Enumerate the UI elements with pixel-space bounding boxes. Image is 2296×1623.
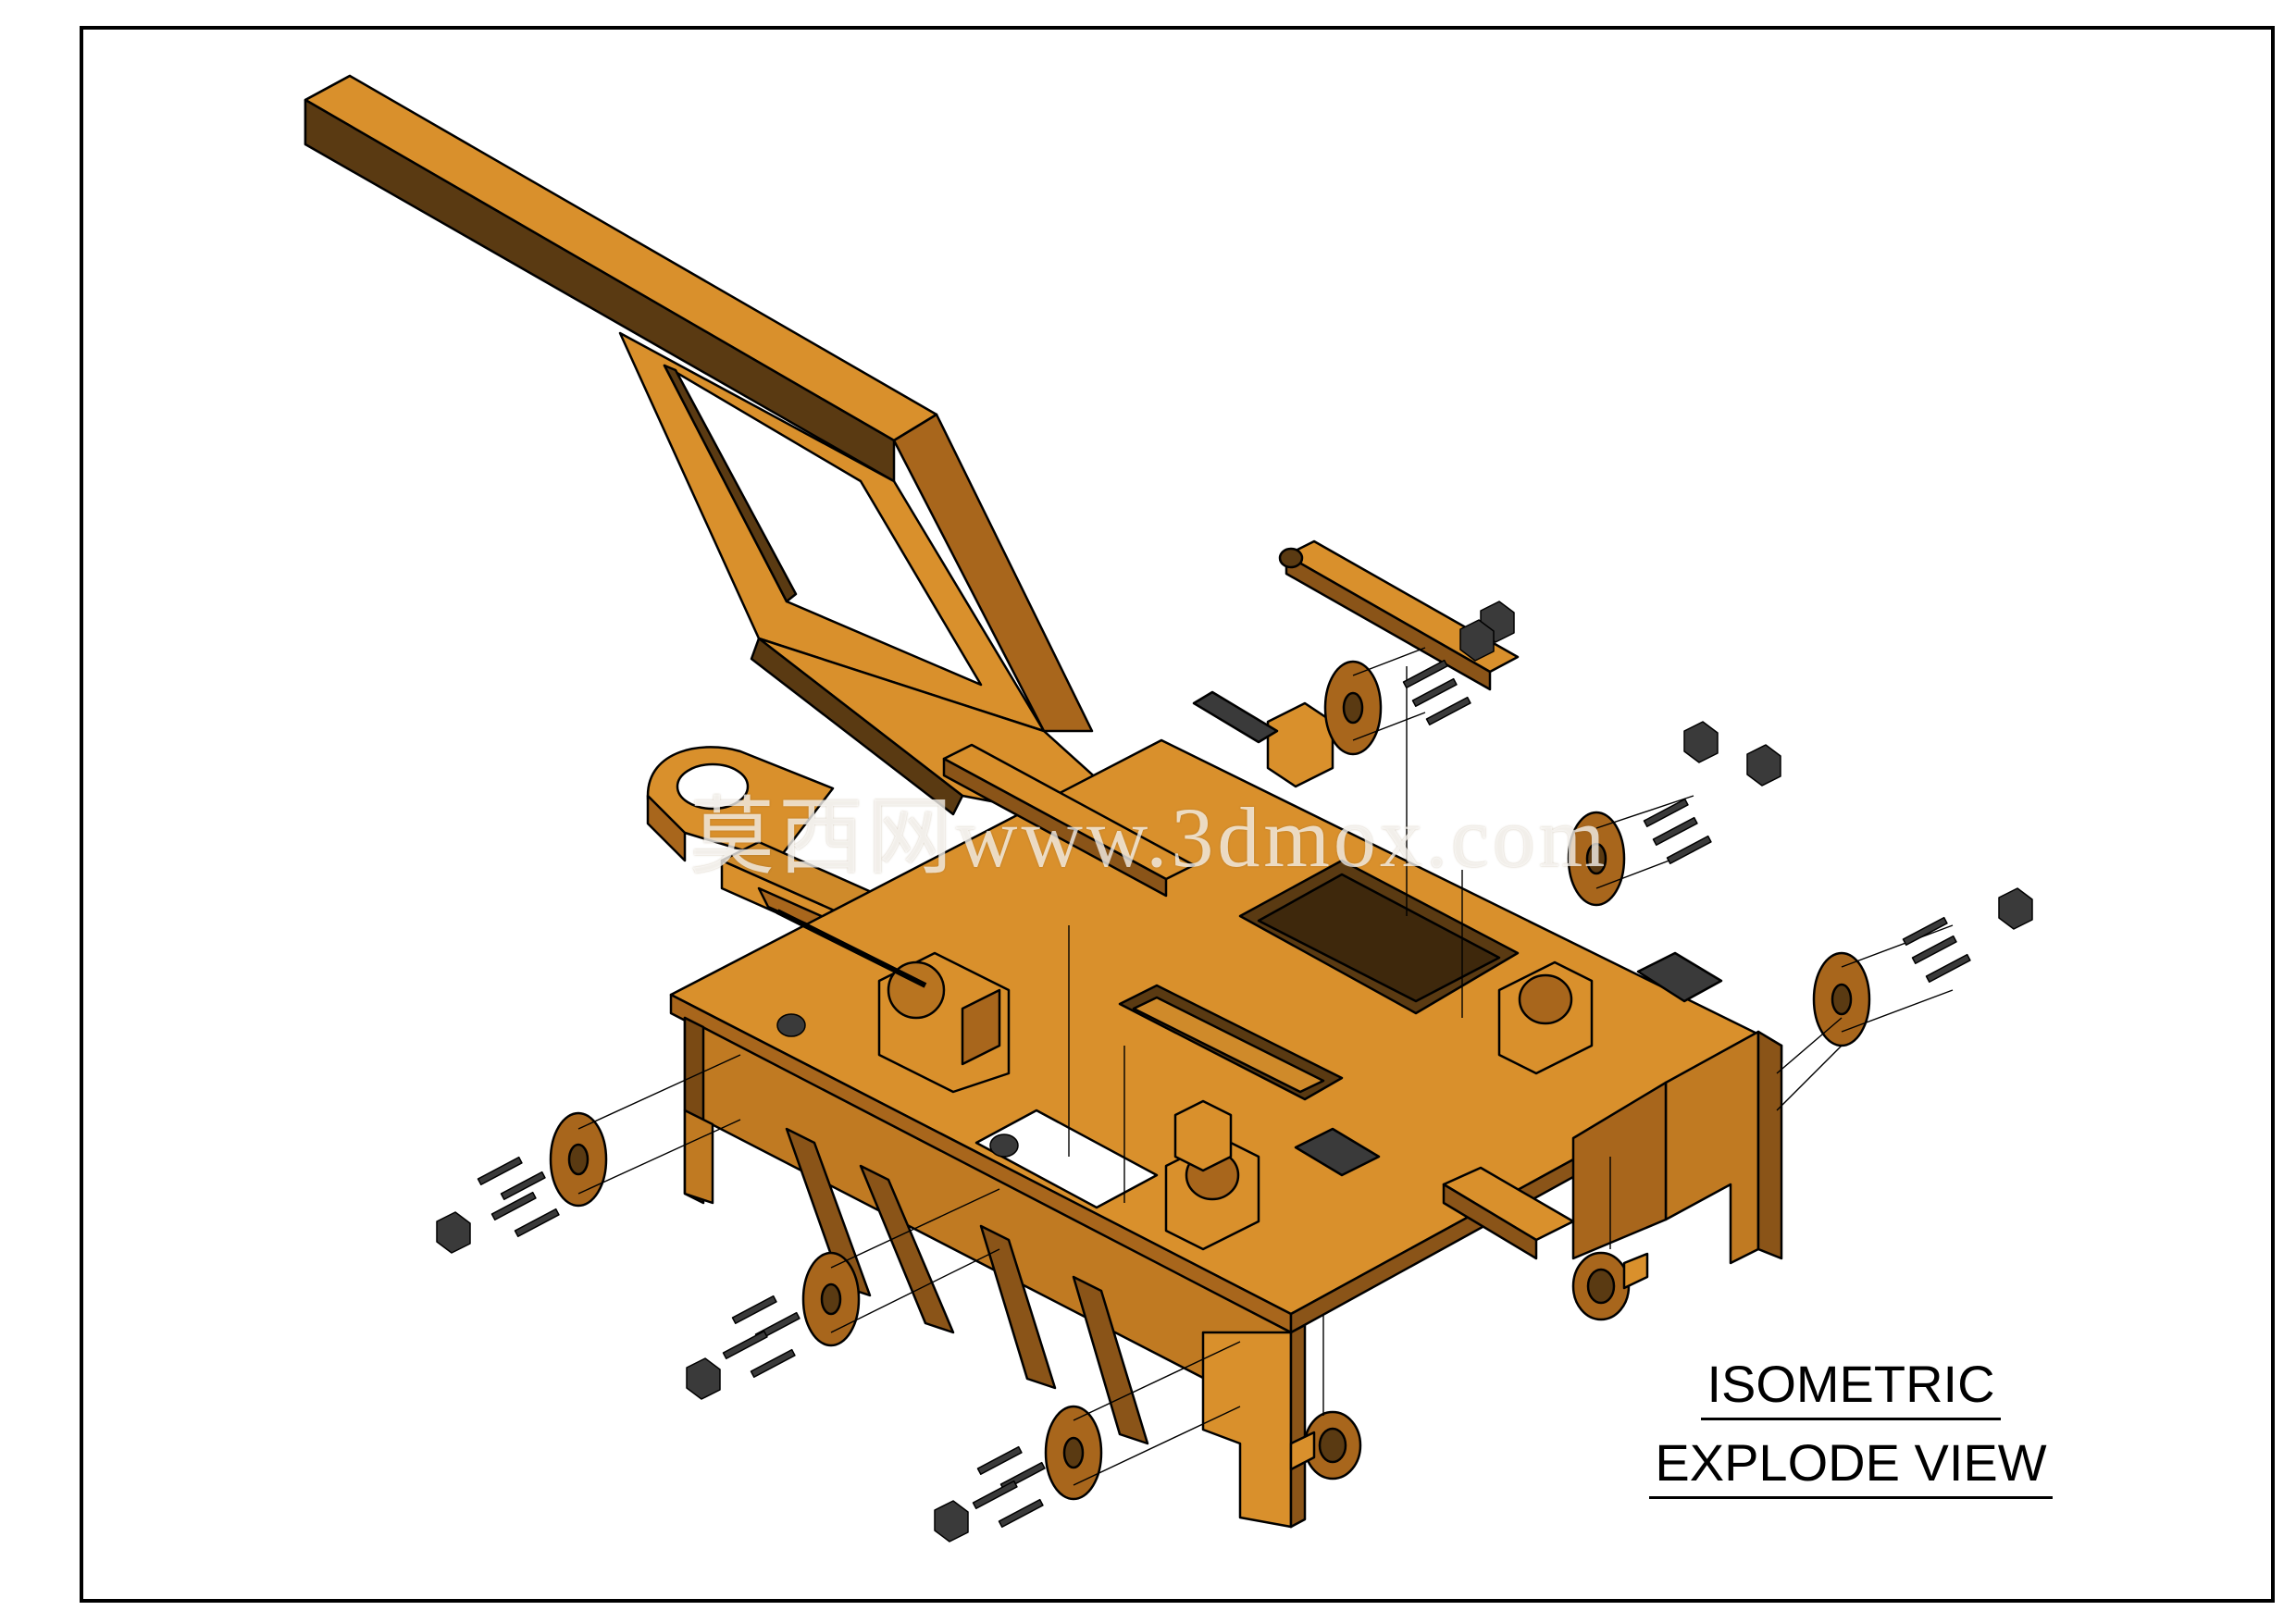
fasteners [436,601,2033,1542]
drawing-title-isometric: ISOMETRIC [1647,1358,2054,1420]
bushings [1289,1251,1649,1481]
explode-lines [577,647,1954,1486]
wheel-hubs [549,660,1871,1501]
cylinders [776,539,1723,1260]
right-side-plate [1571,1030,1783,1265]
exploded-assembly [304,74,2033,1542]
bolt-group-right-mid [1643,721,1781,865]
title-line-1-text: ISOMETRIC [1701,1358,2001,1420]
watermark-text: 莫西网www.3dmox.com [689,790,1609,885]
bolt-group-right-front [1902,887,2033,984]
pivot-blocks [877,701,1594,1251]
bolt-group-left-front [934,1445,1046,1542]
bolt-group-left-mid [686,1295,800,1400]
front-side-plate [683,1016,1307,1529]
drawing-title-explode-view: EXPLODE VIEW [1647,1437,2054,1499]
bolt-group-left-rear [436,1156,560,1254]
title-line-2-text: EXPLODE VIEW [1649,1437,2053,1499]
tow-handle [304,74,1159,835]
sheet-border [80,26,2275,1603]
bolt-group-right-rear [1402,601,1515,726]
